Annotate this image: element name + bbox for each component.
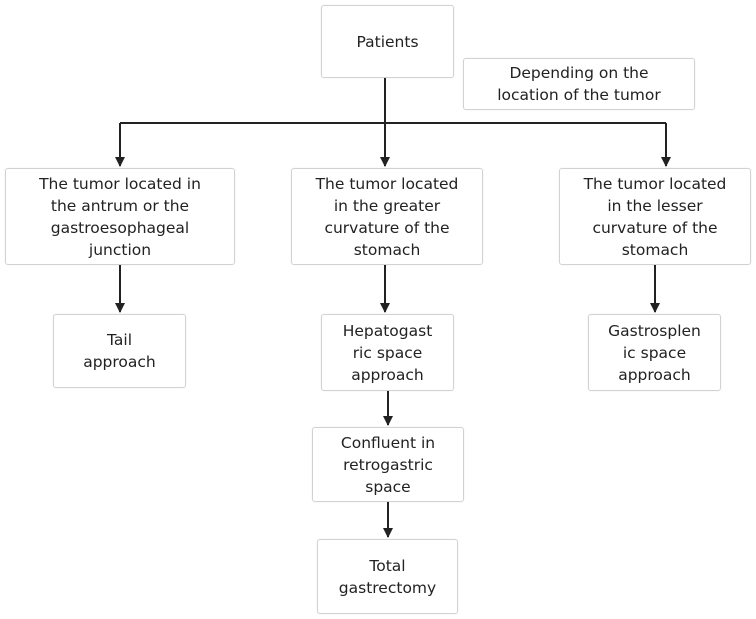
patients-node: Patients xyxy=(321,5,454,78)
hepatogastric-approach-node: Hepatogast ric space approach xyxy=(321,314,454,391)
middle-condition-node: The tumor located in the greater curvatu… xyxy=(291,168,483,265)
total-gastrectomy-node: Total gastrectomy xyxy=(317,539,458,614)
right-condition-node: The tumor located in the lesser curvatur… xyxy=(559,168,751,265)
tail-approach-node: Tail approach xyxy=(53,314,186,388)
gastrosplenic-approach-node: Gastrosplen ic space approach xyxy=(588,314,721,391)
location-note: Depending on the location of the tumor xyxy=(463,58,695,110)
left-condition-node: The tumor located in the antrum or the g… xyxy=(5,168,235,265)
confluent-node: Confluent in retrogastric space xyxy=(312,427,464,502)
